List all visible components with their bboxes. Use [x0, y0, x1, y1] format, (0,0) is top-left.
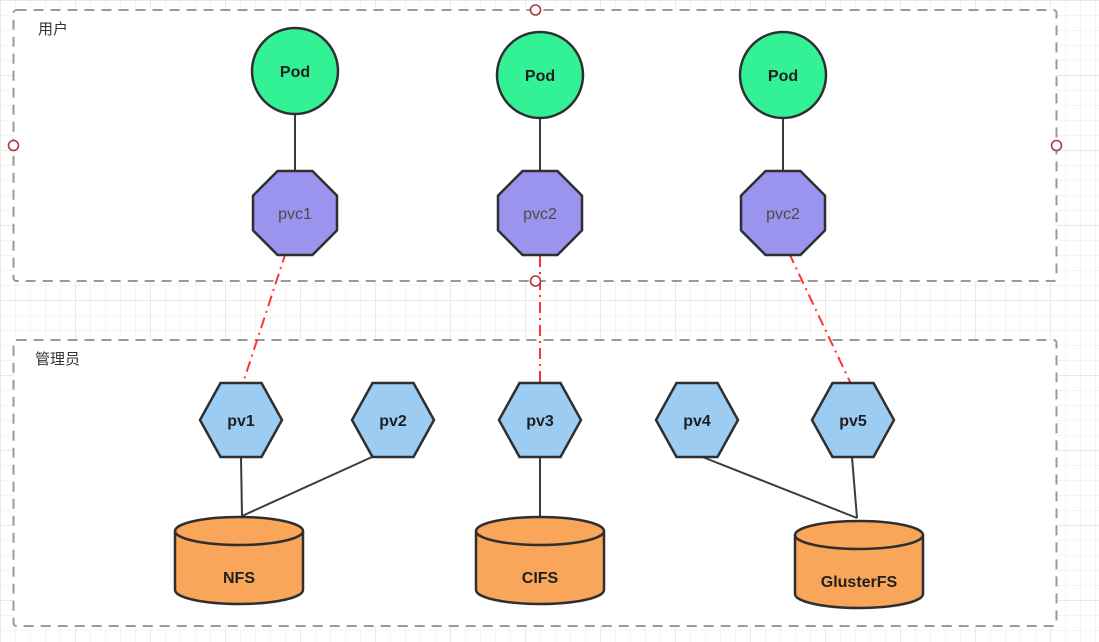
pv3-hexagon[interactable] — [497, 381, 583, 459]
node-pod3: Pod — [738, 30, 828, 120]
node-pv4: pv4 — [654, 381, 740, 459]
pv1-label: pv1 — [227, 413, 255, 430]
node-pvc2: pvc2 — [496, 169, 584, 257]
pod1-label: Pod — [280, 64, 310, 81]
edge-pvc3-pv5-dashdot[interactable] — [788, 252, 852, 385]
node-pvc3: pvc2 — [739, 169, 827, 257]
cifs-cylinder-rim — [474, 530, 606, 547]
pvc1-octagon[interactable] — [251, 169, 339, 257]
pod2-label: Pod — [525, 68, 555, 85]
node-pod1: Pod — [250, 26, 340, 116]
cifs-cylinder-body[interactable] — [474, 515, 606, 606]
pod1-circle[interactable] — [250, 26, 340, 116]
nfs-label: NFS — [223, 570, 255, 587]
edge-pv4-glusterfs[interactable] — [699, 455, 858, 519]
node-pv5: pv5 — [810, 381, 896, 459]
user-container-label: 用户 — [38, 21, 68, 38]
pvc3-octagon[interactable] — [739, 169, 827, 257]
edge-pv2-nfs[interactable] — [241, 456, 373, 517]
pvc3-label: pvc2 — [766, 206, 800, 223]
anchor-point-bottom-icon[interactable] — [529, 275, 542, 287]
storage-glusterfs: GlusterFS — [793, 519, 925, 610]
node-pv2: pv2 — [350, 381, 436, 459]
admin-container-label: 管理员 — [35, 351, 80, 368]
storage-cifs: CIFS — [474, 515, 606, 606]
glusterfs-label: GlusterFS — [821, 574, 898, 591]
glusterfs-cylinder-body[interactable] — [793, 519, 925, 610]
anchor-point-left-icon[interactable] — [7, 139, 20, 152]
node-pv1: pv1 — [198, 381, 284, 459]
pod2-circle[interactable] — [495, 30, 585, 120]
node-pod2: Pod — [495, 30, 585, 120]
anchor-point-top-icon[interactable] — [529, 4, 542, 16]
node-pv3: pv3 — [497, 381, 583, 459]
pod3-label: Pod — [768, 68, 798, 85]
pvc1-label: pvc1 — [278, 206, 312, 223]
pvc2-octagon[interactable] — [496, 169, 584, 257]
pvc2-label: pvc2 — [523, 206, 557, 223]
pv1-hexagon[interactable] — [198, 381, 284, 459]
pv3-label: pv3 — [526, 413, 554, 430]
pv5-label: pv5 — [839, 413, 867, 430]
pv2-hexagon[interactable] — [350, 381, 436, 459]
storage-nfs: NFS — [173, 515, 305, 606]
nfs-cylinder-body[interactable] — [173, 515, 305, 606]
pod3-circle[interactable] — [738, 30, 828, 120]
edge-pv5-glusterfs[interactable] — [851, 456, 858, 519]
pv4-label: pv4 — [683, 413, 711, 430]
pv5-hexagon[interactable] — [810, 381, 896, 459]
cifs-label: CIFS — [522, 570, 559, 587]
pv4-hexagon[interactable] — [654, 381, 740, 459]
node-pvc1: pvc1 — [251, 169, 339, 257]
pv2-label: pv2 — [379, 413, 407, 430]
nfs-cylinder-rim — [173, 530, 305, 547]
glusterfs-cylinder-rim — [793, 534, 925, 551]
anchor-point-right-icon[interactable] — [1050, 139, 1063, 152]
edge-pv1-nfs[interactable] — [240, 456, 243, 517]
